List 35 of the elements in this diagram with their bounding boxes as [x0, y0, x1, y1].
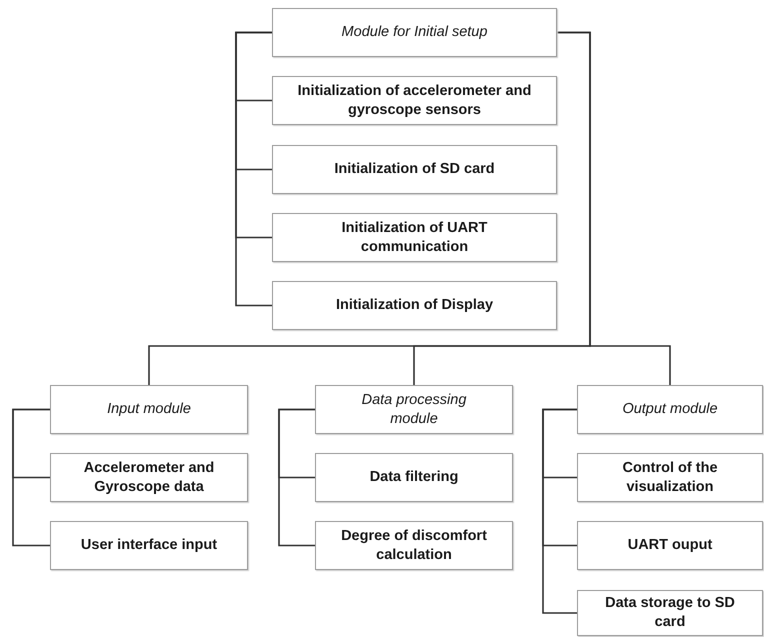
task-box: [272, 281, 557, 330]
connector-line: [557, 32, 671, 385]
task-box: [50, 521, 248, 570]
box-label: Data storage to SD card: [604, 594, 736, 632]
box-label: Input module: [107, 400, 191, 419]
box-label: Initialization of Display: [336, 296, 494, 315]
box-label: Initialization of UART communication: [340, 218, 488, 256]
task-box: [315, 453, 513, 502]
box-label: Output module: [622, 400, 718, 419]
module-box: [50, 385, 248, 434]
module-box: [577, 385, 763, 434]
box-label: Initialization of accelerometer and gyroscope sensors: [296, 82, 532, 120]
task-box: [272, 145, 557, 194]
box-label: Module for Initial setup: [342, 23, 488, 42]
task-box: [577, 521, 763, 570]
task-box: [50, 453, 248, 502]
task-box: [577, 453, 763, 502]
task-box: [272, 76, 557, 125]
connector-line: [542, 408, 577, 614]
module-box: [315, 385, 513, 434]
connector-line: [235, 32, 272, 306]
module-box: [272, 8, 557, 57]
box-label: User interface input: [80, 536, 218, 555]
box-label: UART ouput: [628, 536, 712, 555]
connector-line: [278, 408, 315, 546]
box-label: Control of the visualization: [621, 458, 719, 496]
box-label: Data filtering: [370, 468, 458, 487]
box-label: Accelerometer and Gyroscope data: [82, 458, 216, 496]
task-box: [315, 521, 513, 570]
box-label: Degree of discomfort calculation: [340, 526, 488, 564]
task-box: [272, 213, 557, 262]
task-box: [577, 590, 763, 636]
connector-line: [12, 408, 50, 546]
box-label: Initialization of SD card: [334, 160, 495, 179]
box-label: Data processing module: [360, 390, 468, 428]
